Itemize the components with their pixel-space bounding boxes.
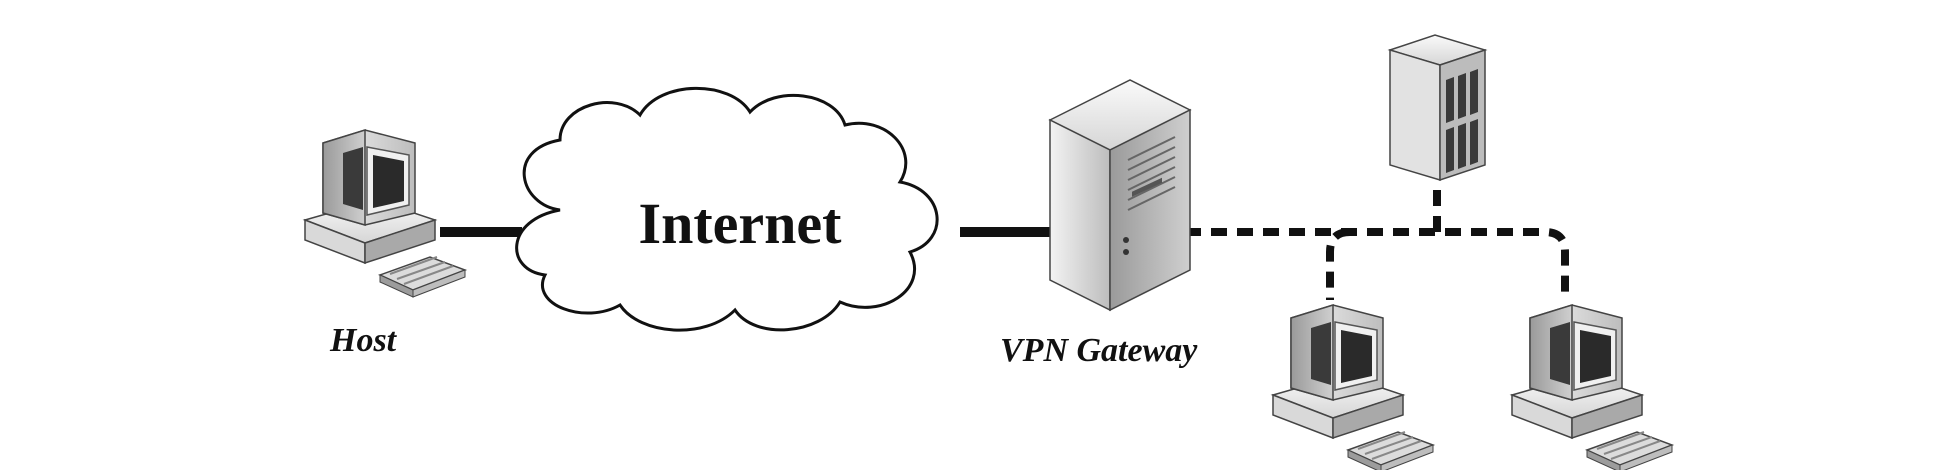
host-label: Host bbox=[330, 322, 397, 359]
internet-label: Internet bbox=[638, 191, 842, 256]
rack-server-icon bbox=[1387, 34, 1488, 182]
vpn-gateway-label: VPN Gateway bbox=[1000, 332, 1198, 369]
lan-computer-icon bbox=[1272, 304, 1434, 473]
host-computer-icon bbox=[304, 129, 466, 298]
server-tower-icon bbox=[1048, 79, 1192, 312]
cloud-icon bbox=[515, 86, 939, 332]
lan-computer-icon bbox=[1511, 304, 1673, 473]
lan-dashed-links bbox=[1185, 188, 1569, 300]
